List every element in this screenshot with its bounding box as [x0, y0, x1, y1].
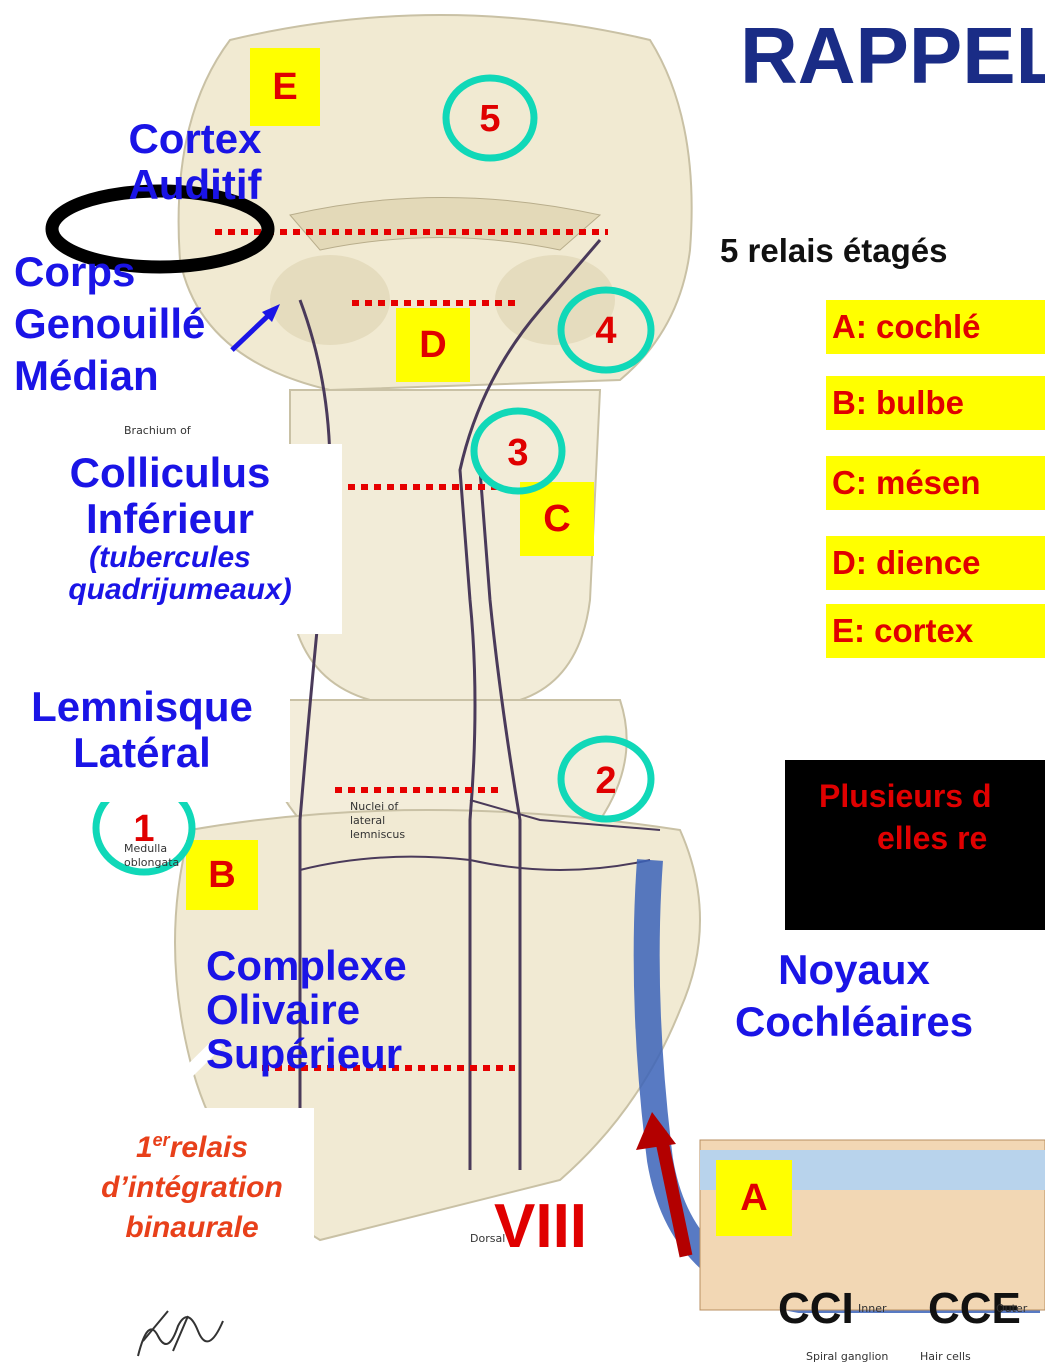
atlas-medulla2: oblongata [124, 856, 179, 869]
cortex-line1: Cortex [110, 116, 280, 162]
cochlear-line2: Cochléaires [716, 996, 992, 1048]
atlas-nuclei: Nuclei of [350, 800, 398, 813]
number-3: 3 [490, 432, 546, 475]
colliculus-line2: Inférieur [20, 496, 320, 542]
binaural-line2: d’intégration [70, 1168, 314, 1208]
number-5: 5 [462, 98, 518, 141]
colliculus-line3: (tubercules [20, 542, 320, 574]
atlas-hair: Hair cells [920, 1350, 971, 1363]
number-2: 2 [578, 760, 634, 803]
cgm-label: Corps Genouillé Médian [14, 246, 205, 402]
nerve-arrowhead [636, 1112, 676, 1150]
olive-line2: Olivaire [206, 988, 407, 1032]
colliculus-line4: quadrijumeaux) [20, 574, 340, 606]
number-4: 4 [578, 310, 634, 353]
colliculus-line1: Colliculus [20, 450, 320, 496]
binaural-sup: er [153, 1130, 170, 1150]
cortex-label: Cortex Auditif [110, 116, 280, 208]
atlas-nuclei2: lateral [350, 814, 385, 827]
cci-label: CCI [778, 1284, 854, 1334]
binaural-one: 1 [136, 1131, 153, 1164]
atlas-medulla: Medulla [124, 842, 167, 855]
olive-line3: Supérieur [206, 1032, 407, 1076]
binaural-box: 1errelais d’intégration binaurale [70, 1108, 314, 1248]
cgm-line3: Médian [14, 350, 205, 402]
olive-label: Complexe Olivaire Supérieur [206, 944, 407, 1076]
nerve-viii-label: VIII [494, 1194, 587, 1260]
binaural-line3: binaurale [70, 1208, 314, 1248]
lemniscus-box: Lemnisque Latéral [0, 674, 290, 802]
colliculus-box: Colliculus Inférieur (tubercules quadrij… [20, 444, 342, 634]
binaural-line1: 1errelais [70, 1120, 314, 1168]
atlas-nuclei3: lemniscus [350, 828, 405, 841]
cgm-line1: Corps [14, 246, 205, 298]
nerve-arrow [660, 1132, 686, 1256]
cgm-line2: Genouillé [14, 298, 205, 350]
cortex-line2: Auditif [110, 162, 280, 208]
atlas-dorsal: Dorsal [470, 1232, 505, 1245]
lemniscus-line2: Latéral [0, 730, 284, 776]
lemniscus-line1: Lemnisque [0, 684, 284, 730]
binaural-relais: relais [170, 1131, 248, 1164]
atlas-inner: Inner [858, 1302, 886, 1315]
cochlear-nuclei-label: Noyaux Cochléaires [716, 944, 992, 1048]
olive-line1: Complexe [206, 944, 407, 988]
atlas-outer: Outer [996, 1302, 1027, 1315]
artist-signature [128, 1296, 238, 1364]
atlas-brachium: Brachium of [124, 424, 191, 437]
cgm-arrow [232, 312, 272, 350]
cochlear-line1: Noyaux [716, 944, 992, 996]
atlas-spiral: Spiral ganglion [806, 1350, 888, 1363]
